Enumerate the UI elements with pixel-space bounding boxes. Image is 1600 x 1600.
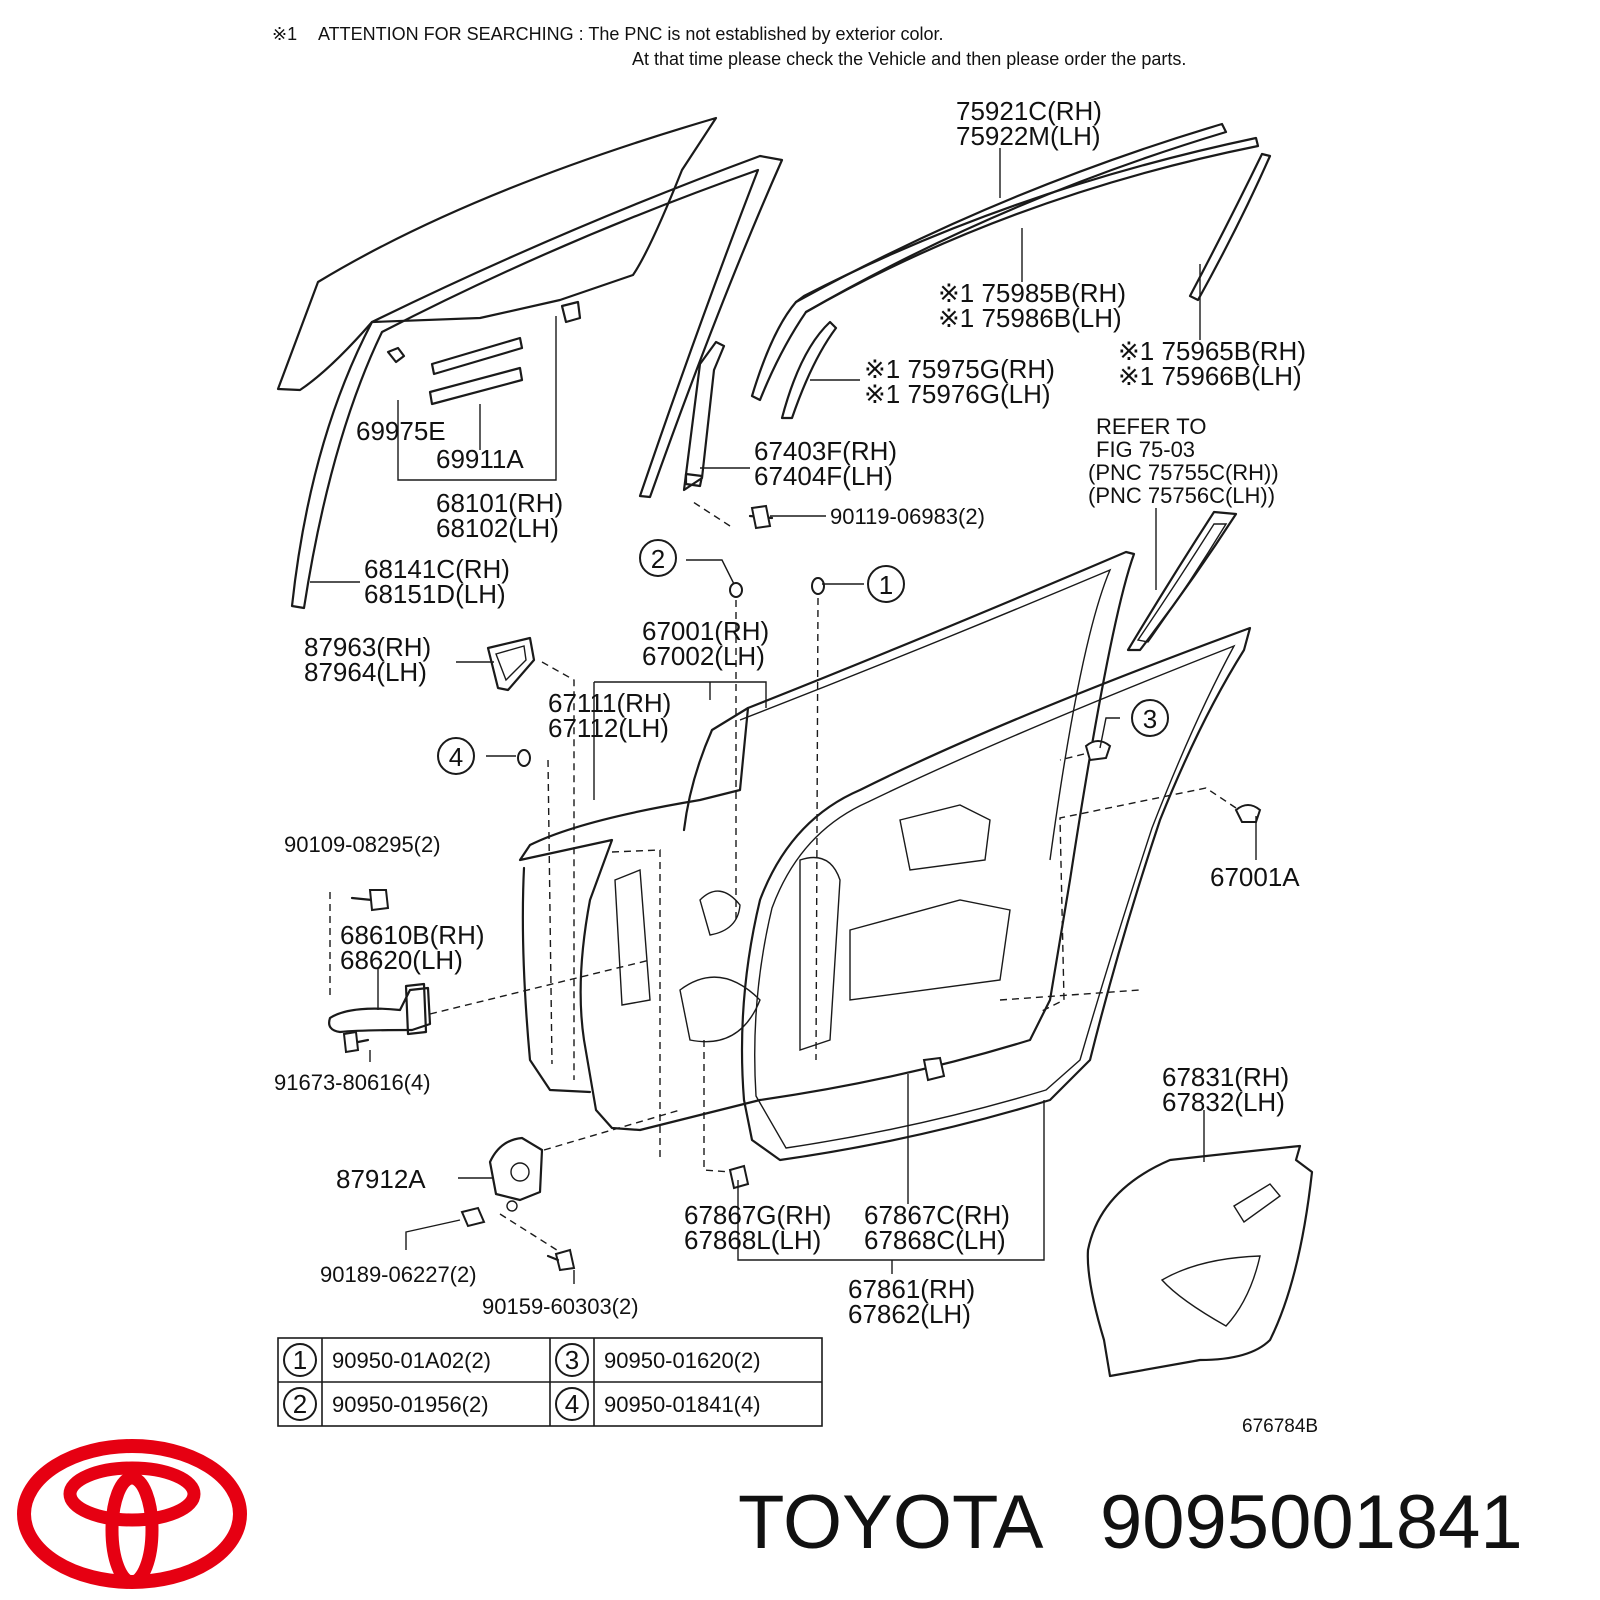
label-67867g: 67867G(RH) (684, 1200, 831, 1230)
attention-line-2: At that time please check the Vehicle an… (632, 49, 1186, 69)
clip-67867c (922, 1056, 946, 1082)
label-75921c: 75921C(RH) (956, 96, 1102, 126)
window-frame-run-68141c (290, 154, 784, 610)
label-68102: 68102(LH) (436, 513, 559, 543)
label-refer-fig: FIG 75-03 (1096, 437, 1195, 462)
screw-90189 (460, 1206, 486, 1228)
label-67867c: 67867C(RH) (864, 1200, 1010, 1230)
label-75975g: ※1 75975G(RH) (864, 354, 1055, 384)
brand-part-number: 9095001841 (1100, 1480, 1523, 1565)
label-90159: 90159-60303(2) (482, 1294, 639, 1319)
door-check-68610b (328, 982, 432, 1036)
label-67112: 67112(LH) (548, 713, 669, 743)
plug-callout-2 (729, 582, 743, 598)
label-91673: 91673-80616(4) (274, 1070, 431, 1095)
bolt-91673 (342, 1030, 370, 1054)
door-panel-outer-67001 (518, 550, 1136, 1132)
label-67002: 67002(LH) (642, 641, 765, 671)
label-87964: 87964(LH) (304, 657, 427, 687)
label-68620: 68620(LH) (340, 945, 463, 975)
label-75985b: ※1 75985B(RH) (938, 278, 1126, 308)
label-87963: 87963(RH) (304, 632, 431, 662)
label-67001a: 67001A (1210, 862, 1300, 892)
figure-id: 676784B (1242, 1416, 1318, 1437)
label-75966b: ※1 75966B(LH) (1118, 361, 1302, 391)
bolt-90119 (748, 504, 774, 530)
toyota-logo (17, 1439, 247, 1589)
legend-part-3: 90950-01620(2) (604, 1348, 761, 1373)
callout-3: 3 (1131, 699, 1169, 737)
label-75976g: ※1 75976G(LH) (864, 379, 1051, 409)
label-refer-pnc-rh: (PNC 75755C(RH)) (1088, 460, 1279, 485)
svg-text:2: 2 (651, 544, 665, 574)
label-67831: 67831(RH) (1162, 1062, 1289, 1092)
legend-num-1: 1 (293, 1345, 307, 1375)
door-trim-67831 (1086, 1144, 1314, 1378)
label-90109: 90109-08295(2) (284, 832, 441, 857)
label-67862: 67862(LH) (848, 1299, 971, 1329)
run-channel-67403f (682, 340, 726, 492)
label-67868c: 67868C(LH) (864, 1225, 1006, 1255)
door-inner-panel-detail (614, 804, 1011, 1051)
label-87912a: 87912A (336, 1164, 426, 1194)
label-75922m: 75922M(LH) (956, 121, 1101, 151)
label-67404f: 67404F(LH) (754, 461, 893, 491)
label-refer-to: REFER TO (1096, 414, 1206, 439)
attention-mark: ※1 (272, 24, 297, 44)
leader-lines (310, 148, 1257, 1284)
legend-part-4: 90950-01841(4) (604, 1392, 761, 1417)
label-90119: 90119-06983(2) (830, 504, 985, 529)
label-68101: 68101(RH) (436, 488, 563, 518)
label-68610b: 68610B(RH) (340, 920, 485, 950)
label-67001: 67001(RH) (642, 616, 769, 646)
legend-part-2: 90950-01956(2) (332, 1392, 489, 1417)
legend-num-2: 2 (293, 1389, 307, 1419)
hole-cover-87963 (486, 636, 536, 692)
label-75965b: ※1 75965B(RH) (1118, 336, 1306, 366)
outer-moulding-75965b (1188, 152, 1272, 302)
door-weatherstrip-67861 (740, 626, 1252, 1162)
striker-87912a (488, 1136, 544, 1212)
label-67403f: 67403F(RH) (754, 436, 897, 466)
label-67111: 67111(RH) (548, 688, 671, 718)
legend-part-1: 90950-01A02(2) (332, 1348, 491, 1373)
label-69911a: 69911A (436, 444, 524, 474)
label-67861: 67861(RH) (848, 1274, 975, 1304)
door-moulding-75921c (750, 122, 1260, 420)
label-90189: 90189-06227(2) (320, 1262, 477, 1287)
assembly-dashed-lines (329, 499, 1237, 1253)
label-67832: 67832(LH) (1162, 1087, 1285, 1117)
brand-name: TOYOTA (738, 1480, 1044, 1565)
door-glass (276, 116, 718, 392)
legend-num-4: 4 (565, 1389, 579, 1419)
svg-text:3: 3 (1143, 704, 1157, 734)
callout-1: 1 (867, 565, 905, 603)
callout-2: 2 (639, 539, 677, 577)
clip-67867g (728, 1164, 750, 1190)
label-68141c: 68141C(RH) (364, 554, 510, 584)
label-75986b: ※1 75986B(LH) (938, 303, 1122, 333)
attention-line-1: ATTENTION FOR SEARCHING : The PNC is not… (318, 24, 944, 44)
label-refer-pnc-lh: (PNC 75756C(LH)) (1088, 483, 1275, 508)
svg-text:4: 4 (449, 742, 463, 772)
partition-75755c (1126, 510, 1238, 652)
callout-4: 4 (437, 737, 475, 775)
bolt-90109 (350, 889, 390, 912)
screw-90159 (546, 1248, 576, 1272)
plug-callout-3 (1084, 740, 1112, 762)
plug-callout-4 (517, 749, 531, 767)
part-labels: 75921C(RH) 75922M(LH) ※1 75985B(RH) ※1 7… (274, 96, 1318, 1437)
plug-callout-1 (811, 577, 825, 595)
legend-num-3: 3 (565, 1345, 579, 1375)
svg-text:1: 1 (879, 570, 893, 600)
door-glass-channel-69975e (386, 300, 582, 406)
legend-table: 1 90950-01A02(2) 3 90950-01620(2) 2 9095… (277, 1337, 823, 1427)
label-69975e: 69975E (356, 416, 446, 446)
label-68151d: 68151D(LH) (364, 579, 506, 609)
label-67868l: 67868L(LH) (684, 1225, 821, 1255)
